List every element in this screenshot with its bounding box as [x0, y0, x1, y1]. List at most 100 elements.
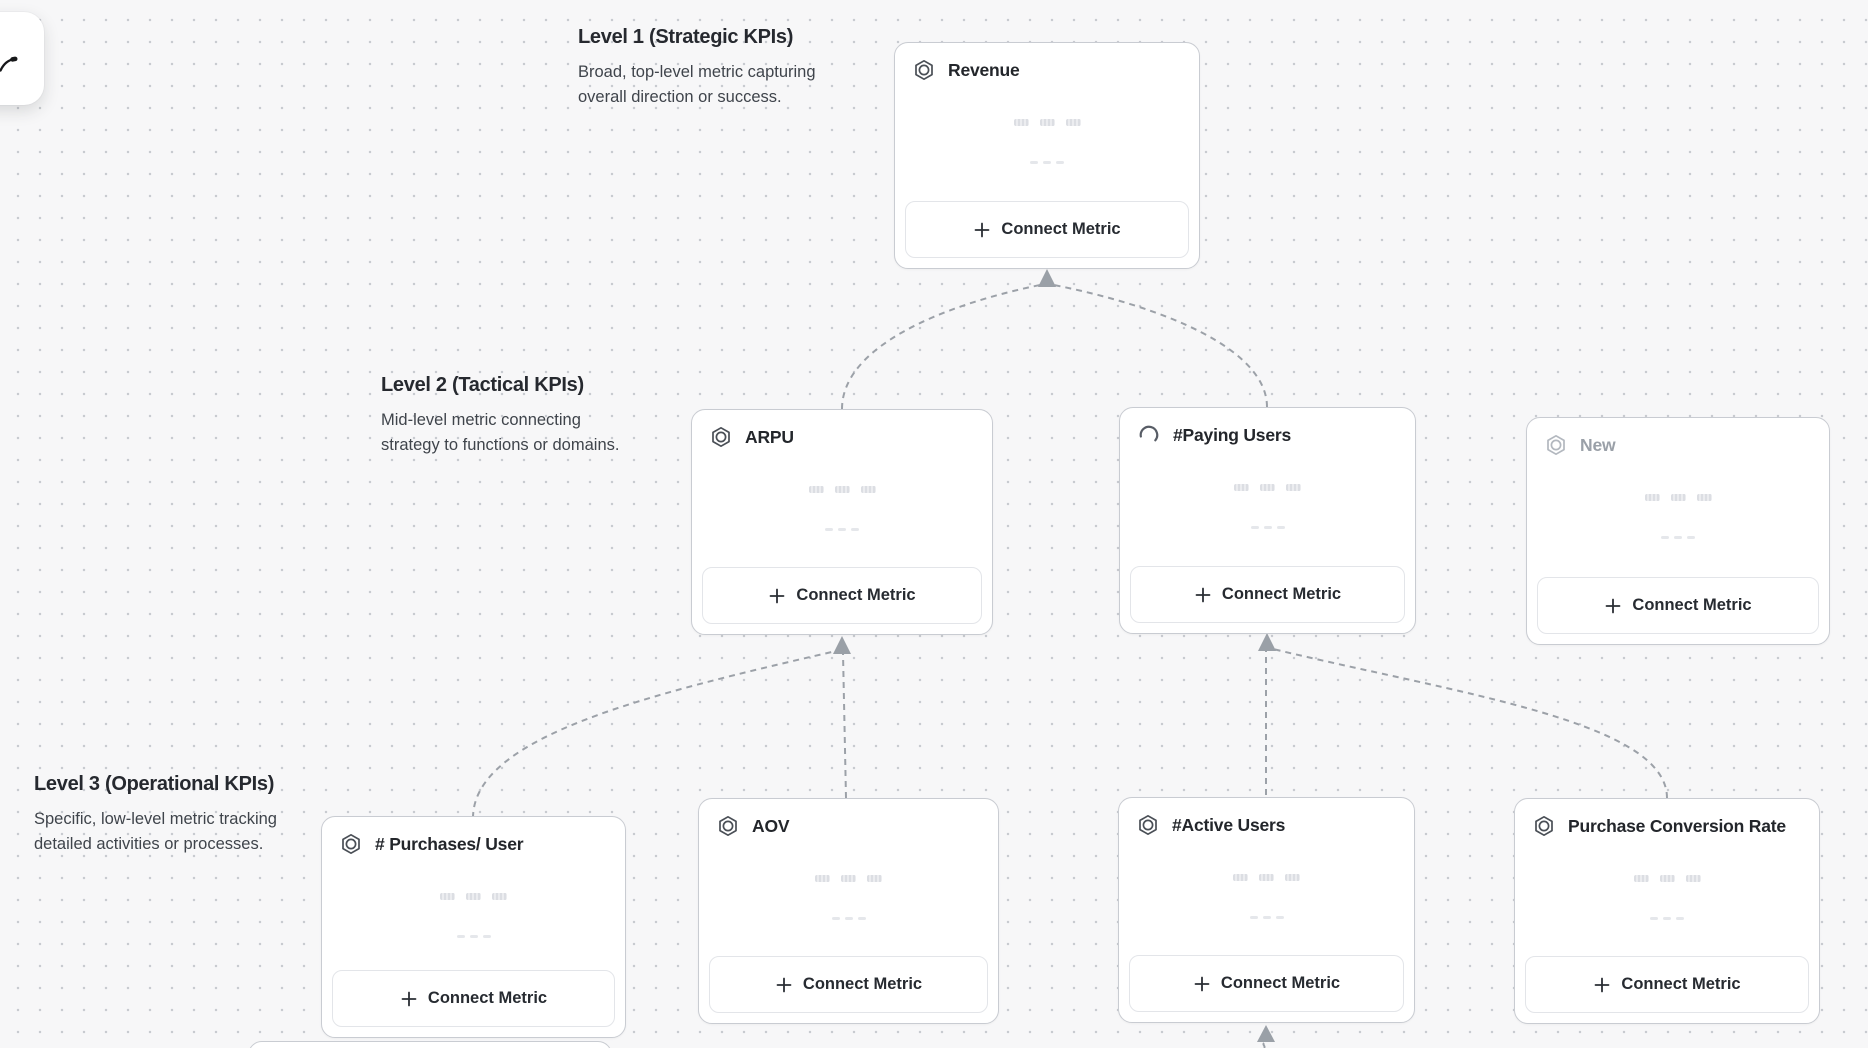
- skeleton-dash: [831, 917, 840, 920]
- kpi-card-active-users[interactable]: #Active Users Connect Metric: [1118, 797, 1415, 1023]
- connect-metric-label: Connect Metric: [427, 989, 548, 1007]
- skeleton-dash: [844, 917, 853, 920]
- card-header: Revenue: [895, 43, 1199, 97]
- skeleton-row: [699, 917, 998, 920]
- skeleton-row: [322, 893, 625, 900]
- skeleton-dash: [1687, 536, 1695, 539]
- card-title: Purchase Conversion Rate: [1568, 815, 1786, 836]
- card-header: ARPU: [692, 410, 992, 464]
- skeleton-dash: [1650, 917, 1658, 920]
- card-title: AOV: [752, 815, 790, 836]
- skeleton-bar: [815, 875, 830, 882]
- level-1-label: Level 1 (Strategic KPIs) Broad, top-leve…: [578, 26, 816, 110]
- connector-arrowhead: [833, 636, 851, 654]
- card-header: #Paying Users: [1120, 408, 1415, 462]
- level-2-label: Level 2 (Tactical KPIs) Mid-level metric…: [381, 374, 619, 458]
- skeleton-dash: [1030, 161, 1038, 164]
- skeleton-row: [699, 875, 998, 882]
- skeleton-bar: [808, 486, 824, 493]
- kpi-card-partial-bottom[interactable]: [248, 1041, 612, 1048]
- level-3-description-line2: detailed activities or processes.: [34, 835, 264, 853]
- skeleton-dash: [482, 935, 491, 938]
- connector-edge-arpu-revenue: [841, 284, 1041, 410]
- skeleton-dash: [1263, 526, 1272, 529]
- skeleton-dash: [1276, 526, 1285, 529]
- kpi-card-purchases-per-user[interactable]: # Purchases/ User Connect Metric: [321, 816, 626, 1038]
- connect-metric-button[interactable]: Connect Metric: [1130, 566, 1405, 623]
- skeleton-dash: [1249, 916, 1258, 919]
- canvas-toolbar-button[interactable]: [0, 12, 44, 105]
- kpi-card-new[interactable]: New Connect Metric: [1526, 417, 1830, 645]
- skeleton-bar: [1260, 484, 1275, 491]
- hexagon-icon: [339, 832, 363, 856]
- skeleton-bar: [1065, 119, 1081, 126]
- connect-metric-label: Connect Metric: [1220, 974, 1341, 992]
- plus-icon: [400, 990, 418, 1008]
- card-header: #Active Users: [1119, 798, 1414, 852]
- connector-arrowhead: [1038, 269, 1056, 287]
- level-2-title: Level 2 (Tactical KPIs): [381, 374, 584, 396]
- kpi-card-paying-users[interactable]: #Paying Users Connect Metric: [1119, 407, 1416, 634]
- skeleton-row: [1119, 916, 1414, 919]
- connect-metric-label: Connect Metric: [796, 586, 916, 604]
- card-header: Purchase Conversion Rate: [1515, 799, 1819, 853]
- skeleton-bar: [860, 486, 876, 493]
- skeleton-bar: [1696, 494, 1712, 501]
- skeleton-dash: [1043, 161, 1051, 164]
- skeleton-bar: [1259, 874, 1274, 881]
- skeleton-bar: [1644, 494, 1660, 501]
- skeleton-bar: [1685, 875, 1701, 882]
- level-2-description-line1: Mid-level metric connecting: [381, 411, 581, 429]
- kpi-card-purchase-conversion-rate[interactable]: Purchase Conversion Rate Connect Metric: [1514, 798, 1820, 1024]
- kpi-card-arpu[interactable]: ARPU Connect Metric: [691, 409, 993, 635]
- skeleton-row: [1527, 536, 1829, 539]
- kpi-card-aov[interactable]: AOV Connect Metric: [698, 798, 999, 1024]
- kpi-card-revenue[interactable]: Revenue Connect Metric: [894, 42, 1200, 269]
- skeleton-dash: [1676, 917, 1684, 920]
- connect-metric-button[interactable]: Connect Metric: [1537, 577, 1819, 634]
- skeleton-dash: [857, 917, 866, 920]
- connect-metric-button[interactable]: Connect Metric: [709, 956, 988, 1013]
- skeleton-row: [322, 935, 625, 938]
- level-2-description-line2: strategy to functions or domains.: [381, 436, 620, 454]
- skeleton-bar: [1039, 119, 1055, 126]
- connect-metric-button[interactable]: Connect Metric: [1525, 956, 1809, 1013]
- card-title: Revenue: [948, 59, 1020, 80]
- skeleton-bar: [1234, 484, 1249, 491]
- skeleton-bar: [867, 875, 882, 882]
- hexagon-icon: [1544, 433, 1568, 457]
- skeleton-bar: [1659, 875, 1675, 882]
- connect-metric-button[interactable]: Connect Metric: [702, 567, 982, 624]
- skeleton-dash: [1661, 536, 1669, 539]
- connect-metric-label: Connect Metric: [1621, 975, 1741, 993]
- card-title: #Paying Users: [1173, 424, 1292, 445]
- card-title: ARPU: [745, 426, 794, 447]
- connect-metric-button[interactable]: Connect Metric: [905, 201, 1189, 258]
- level-3-title: Level 3 (Operational KPIs): [34, 773, 275, 795]
- connect-metric-button[interactable]: Connect Metric: [1129, 955, 1404, 1012]
- connect-metric-label: Connect Metric: [1632, 596, 1752, 614]
- skeleton-dash: [1262, 916, 1271, 919]
- connect-metric-label: Connect Metric: [802, 975, 923, 993]
- level-3-label: Level 3 (Operational KPIs) Specific, low…: [34, 773, 277, 857]
- connector-edge-pcr-payingusers: [1272, 648, 1668, 799]
- plus-icon: [1193, 975, 1211, 993]
- hexagon-icon: [912, 58, 936, 82]
- skeleton-row: [895, 119, 1199, 126]
- skeleton-dash: [469, 935, 478, 938]
- skeleton-dash: [851, 528, 859, 531]
- skeleton-dash: [1674, 536, 1682, 539]
- card-header: # Purchases/ User: [322, 817, 625, 871]
- spinner-icon: [1137, 423, 1161, 447]
- connect-metric-button[interactable]: Connect Metric: [332, 970, 615, 1027]
- connector-arrowhead: [1258, 633, 1276, 651]
- cursor-icon: [0, 56, 18, 72]
- skeleton-dash: [1663, 917, 1671, 920]
- skeleton-bar: [1633, 875, 1649, 882]
- skeleton-bar: [1286, 484, 1301, 491]
- skeleton-row: [1120, 484, 1415, 491]
- card-title: # Purchases/ User: [375, 833, 524, 854]
- level-1-description-line2: overall direction or success.: [578, 88, 782, 106]
